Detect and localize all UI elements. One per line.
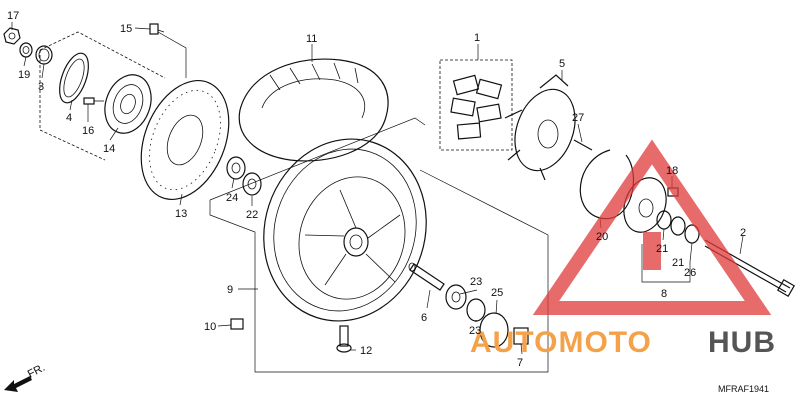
retainer-ring-part (59, 52, 89, 104)
bearing-part-14 (104, 74, 152, 134)
callout-25: 25 (491, 287, 503, 299)
callout-2: 2 (740, 227, 746, 239)
bearing-part-21b (670, 216, 686, 236)
callout-5: 5 (559, 58, 565, 70)
stud-bolt-part (573, 139, 593, 151)
o-ring-part (479, 312, 509, 348)
wheel-rim-part (263, 138, 427, 322)
callout-17: 17 (7, 10, 19, 22)
damper-rubber-part (450, 74, 503, 140)
bearing-part-24 (226, 156, 246, 180)
tire-part (238, 58, 389, 162)
callout-19: 19 (18, 69, 30, 81)
callout-14: 14 (103, 143, 115, 155)
callout-23-a: 23 (470, 276, 482, 288)
bearing-part-23a (445, 284, 467, 310)
callout-21-a: 21 (656, 243, 668, 255)
callout-7: 7 (517, 357, 523, 369)
driven-flange-part (504, 74, 576, 181)
callout-20: 20 (596, 231, 608, 243)
callout-23-b: 23 (469, 325, 481, 337)
watermark-triangle (532, 139, 772, 315)
front-indicator-label: FR. (26, 362, 47, 381)
front-direction-indicator: FR. (4, 362, 47, 392)
bearing-part-23b (466, 298, 486, 322)
valve-stem-part (336, 325, 352, 353)
callout-9: 9 (227, 284, 233, 296)
callout-26: 26 (684, 267, 696, 279)
group-box-wheel (209, 117, 549, 373)
callout-21-b: 21 (672, 257, 684, 269)
callout-22: 22 (246, 209, 258, 221)
bolt-part-16 (83, 97, 104, 105)
watermark-text-orange: AUTOMOTO (470, 326, 652, 359)
seal-part (35, 45, 53, 65)
callout-15: 15 (120, 23, 132, 35)
leader-lines (11, 22, 744, 355)
collar-part (19, 42, 33, 58)
bolt-part-15 (149, 23, 165, 35)
callout-13: 13 (175, 208, 187, 220)
nut-part (3, 27, 21, 45)
callout-labels: 17 19 3 4 16 14 15 13 11 24 22 9 10 12 1… (7, 10, 746, 369)
callout-1: 1 (474, 32, 480, 44)
callout-27: 27 (572, 112, 584, 124)
drawing-code: MFRAF1941 (718, 384, 769, 394)
watermark-text-grey: HUB (708, 326, 776, 359)
bearing-part-22 (242, 172, 262, 196)
callout-6: 6 (421, 312, 427, 324)
callout-3: 3 (38, 81, 44, 93)
callout-10: 10 (204, 321, 216, 333)
callout-8: 8 (661, 288, 667, 300)
callout-4: 4 (66, 112, 72, 124)
group-box-bearing-left (39, 31, 166, 161)
callout-16: 16 (82, 125, 94, 137)
axle-collar-part (408, 262, 445, 291)
callout-11: 11 (306, 33, 317, 45)
callout-18: 18 (666, 165, 678, 177)
callout-12: 12 (360, 345, 372, 357)
brake-disc-part (140, 79, 230, 201)
watermark-logo: AUTOMOTO HUB (470, 326, 776, 359)
balance-weight-part (230, 318, 244, 330)
arrow-icon (4, 376, 32, 392)
callout-24: 24 (226, 192, 238, 204)
group-box-damper (439, 59, 513, 151)
